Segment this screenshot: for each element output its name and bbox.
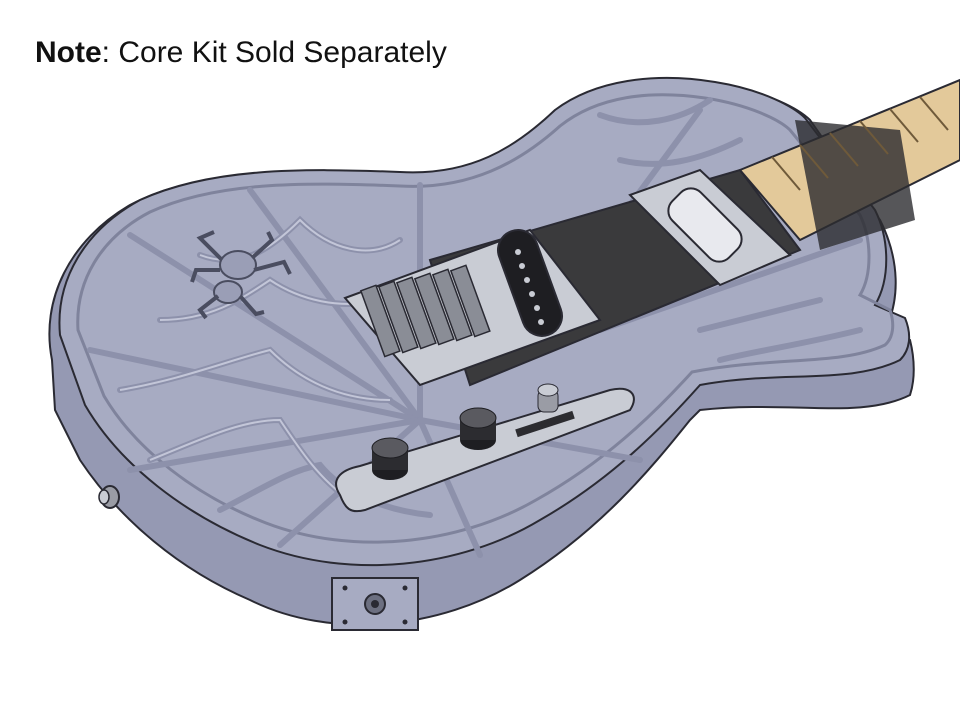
spider-emblem xyxy=(190,230,292,320)
neck-frets xyxy=(771,96,949,191)
note-text: Core Kit Sold Separately xyxy=(118,36,447,69)
neck-heel xyxy=(795,120,915,250)
selector-switch xyxy=(515,383,575,438)
note-label: Note xyxy=(35,36,102,69)
guitar-body-rim xyxy=(76,93,895,544)
output-jack xyxy=(331,577,419,631)
bridge-pickup xyxy=(497,229,563,337)
tone-knob xyxy=(459,407,497,450)
strap-button xyxy=(98,485,120,509)
note-caption: Note: Core Kit Sold Separately xyxy=(35,36,447,70)
bridge-saddles xyxy=(359,264,491,358)
volume-knob xyxy=(371,437,409,480)
neck-pickup xyxy=(667,187,743,263)
note-separator: : xyxy=(101,36,119,69)
